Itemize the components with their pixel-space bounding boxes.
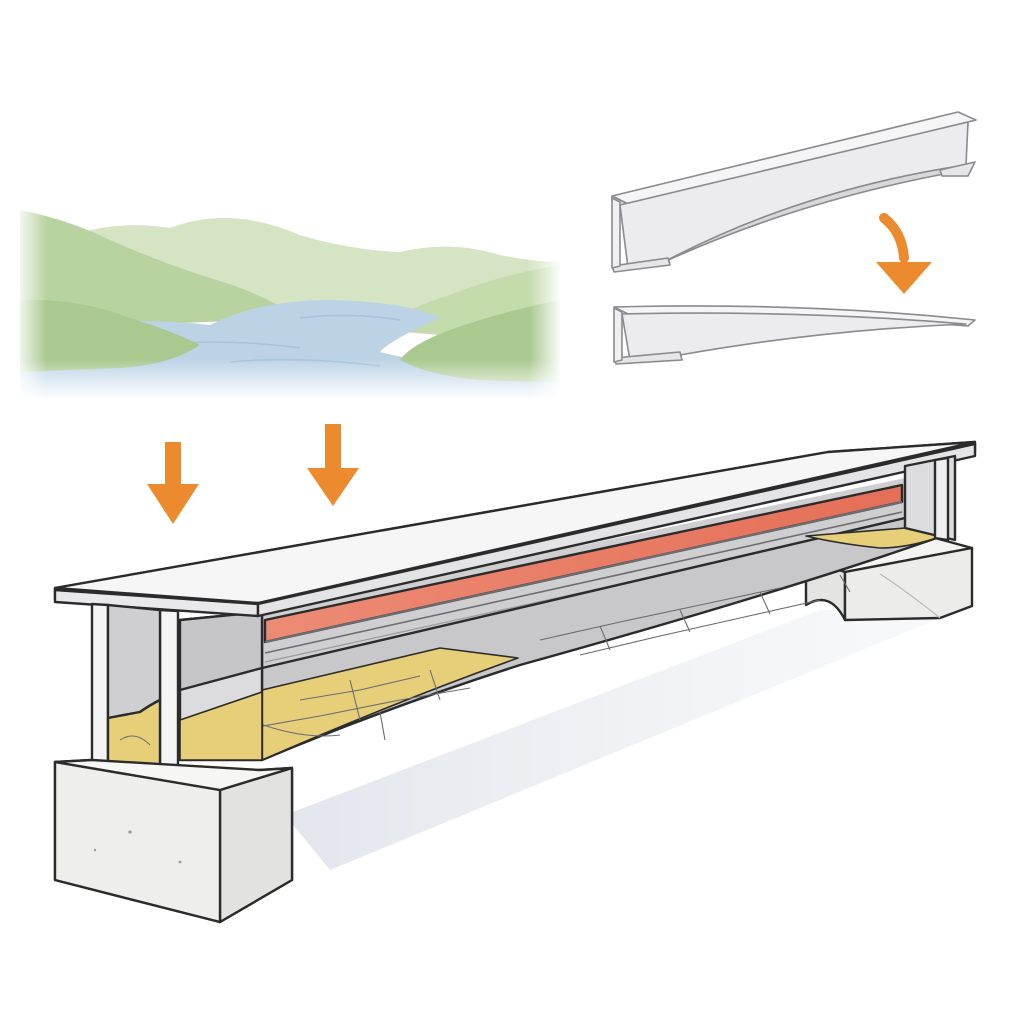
straight-beam: [611, 111, 977, 273]
infill-left: [179, 647, 519, 761]
load-arrow-icon: [147, 442, 199, 524]
load-arrow-icon: [307, 424, 359, 506]
landscape-vignette: [14, 195, 562, 400]
beam-end-section: [90, 602, 180, 780]
main-beam: [53, 440, 977, 924]
left-support: [53, 758, 294, 924]
beam-shadow: [285, 610, 955, 870]
deflected-beam: [613, 305, 976, 365]
slab-cracks: [239, 574, 851, 741]
deflection-arrow-icon: [876, 213, 932, 294]
